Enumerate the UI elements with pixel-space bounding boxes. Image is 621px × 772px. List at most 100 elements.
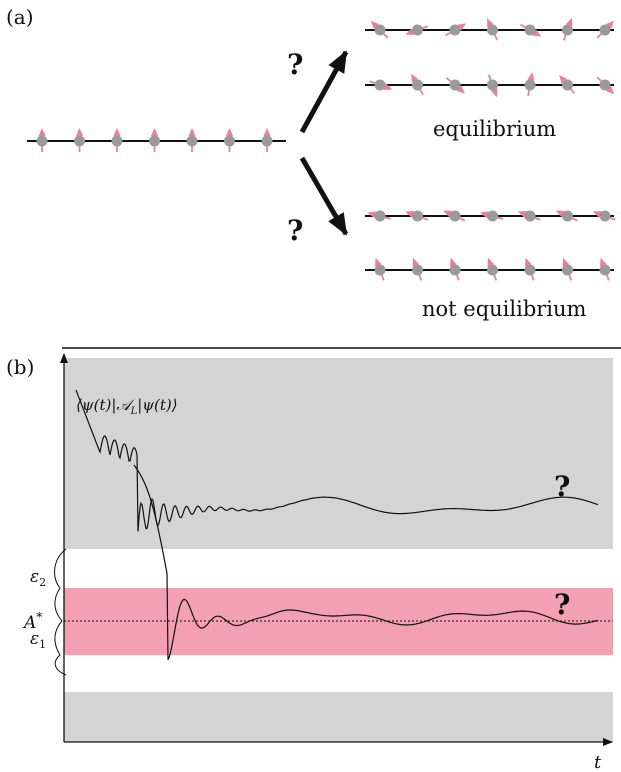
spin-arrowhead xyxy=(405,28,414,35)
not-equilibrium-chain-1-spin-7 xyxy=(592,210,616,222)
lattice-site xyxy=(224,135,235,147)
lattice-site xyxy=(487,210,498,222)
not-equilibrium-chain-1 xyxy=(365,210,616,222)
epsilon-2-label: ε2 xyxy=(30,567,46,589)
panel-b-label: (b) xyxy=(6,355,34,379)
not-equilibrium-chain-2-spin-1 xyxy=(374,257,386,281)
equilibrium-chain-2 xyxy=(365,72,615,98)
lattice-site xyxy=(111,135,123,147)
spin-arrowhead xyxy=(606,86,615,95)
lattice-site xyxy=(599,210,611,222)
spin-arrowhead xyxy=(527,72,535,81)
initial-chain-spin-2 xyxy=(74,128,85,152)
lattice-site xyxy=(524,24,536,36)
upper-trajectory-curve xyxy=(75,389,599,532)
lattice-site xyxy=(449,24,461,36)
expectation-value-label: ⟨ψ(t)|𝒜L|ψ(t)⟩ xyxy=(76,396,178,417)
lower-trajectory-curve xyxy=(133,464,599,660)
spin-arrowhead xyxy=(405,211,414,218)
spin-arrowhead xyxy=(76,128,83,136)
not-equilibrium-chain-2-spin-6 xyxy=(562,257,573,281)
spin-arrowhead xyxy=(600,257,607,267)
equilibrium-chain-2-spin-7 xyxy=(596,76,615,95)
spin-arrowhead xyxy=(487,18,494,27)
lattice-site xyxy=(412,79,423,91)
equilibrium-chain-1-spin-7 xyxy=(596,20,615,39)
not-equilibrium-chain-2-spin-7 xyxy=(599,257,611,281)
spin-arrowhead xyxy=(151,128,158,136)
initial-chain-spin-1 xyxy=(36,128,48,152)
upper-grey-band xyxy=(64,358,613,549)
equilibrium-chain-1-spin-2 xyxy=(405,24,429,36)
not-equilibrium-chain-1-spin-3 xyxy=(443,210,466,222)
lattice-site xyxy=(374,24,386,36)
lattice-site xyxy=(449,210,461,222)
spin-arrowhead xyxy=(188,128,196,136)
lattice-site xyxy=(562,264,573,276)
lattice-site xyxy=(562,24,573,36)
spin-arrowhead xyxy=(592,211,602,218)
a-star-label: A* xyxy=(22,610,42,633)
lattice-site xyxy=(487,79,498,91)
not-equilibrium-caption: not equilibrium xyxy=(422,297,587,321)
lattice-site xyxy=(487,24,498,36)
spin-arrowhead xyxy=(487,257,495,267)
initial-spin-chain xyxy=(27,128,286,152)
lattice-site xyxy=(599,24,611,36)
lattice-site xyxy=(562,79,573,91)
spin-arrowhead xyxy=(517,211,527,218)
equilibrium-chain-1-spin-3 xyxy=(445,23,467,37)
question-mark-lower-curve: ? xyxy=(554,588,570,621)
spin-arrowhead xyxy=(450,257,457,267)
spin-arrowhead xyxy=(367,211,377,219)
spin-arrowhead xyxy=(606,20,615,29)
spin-arrowhead xyxy=(383,83,393,90)
question-mark-upper-curve: ? xyxy=(554,470,570,503)
spin-arrowhead xyxy=(555,210,565,218)
equilibrium-chain-1 xyxy=(365,17,615,41)
equilibrium-chain-2-spin-1 xyxy=(369,79,393,91)
not-equilibrium-chain-1-spin-6 xyxy=(555,210,578,222)
lattice-site xyxy=(599,79,611,91)
spin-arrowhead xyxy=(38,128,46,136)
initial-chain-spin-4 xyxy=(149,128,160,152)
lattice-site xyxy=(36,135,48,147)
spin-arrowhead xyxy=(532,29,542,37)
question-mark-upper-branch: ? xyxy=(287,48,303,81)
a-star-superscript: * xyxy=(36,610,42,624)
epsilon-1-subscript: 1 xyxy=(39,638,46,651)
equilibrium-chain-2-spin-4 xyxy=(487,74,498,98)
equilibrium-chain-1-spin-6 xyxy=(562,17,573,41)
lattice-site xyxy=(449,264,461,276)
arrow-to-not-equilibrium xyxy=(299,156,349,236)
equilibrium-chain-1-spin-4 xyxy=(487,18,498,41)
not-equilibrium-chain-1-spin-4 xyxy=(479,210,504,222)
lattice-site xyxy=(524,79,536,91)
spin-arrowhead xyxy=(412,257,420,267)
equilibrium-chain-2-spin-2 xyxy=(411,73,424,95)
expectation-tail: |ψ(t)⟩ xyxy=(137,396,177,414)
lattice-site xyxy=(412,210,423,222)
spin-arrowhead xyxy=(456,85,465,94)
spin-arrowhead xyxy=(559,75,567,84)
spin-arrowhead xyxy=(565,17,573,27)
spin-arrowhead xyxy=(525,257,532,267)
lower-grey-band xyxy=(64,692,613,742)
epsilon-2-subscript: 2 xyxy=(39,576,46,589)
lattice-site xyxy=(524,264,536,276)
a-star-symbol: A xyxy=(22,613,36,633)
lattice-site xyxy=(374,79,386,91)
lattice-site xyxy=(487,264,498,276)
panel-a: (a) ? ? equilibrium not equilibrium xyxy=(6,5,616,321)
equilibrium-caption: equilibrium xyxy=(433,117,556,141)
lattice-site xyxy=(374,264,386,276)
epsilon-1-label: ε1 xyxy=(30,629,46,651)
spin-arrowhead xyxy=(375,257,382,267)
lattice-site xyxy=(74,135,85,147)
not-equilibrium-chain-1-spin-1 xyxy=(367,210,391,222)
lattice-site xyxy=(449,79,461,91)
not-equilibrium-chain-2-spin-2 xyxy=(412,257,423,281)
arrow-to-equilibrium xyxy=(299,50,349,134)
lattice-site xyxy=(412,264,423,276)
